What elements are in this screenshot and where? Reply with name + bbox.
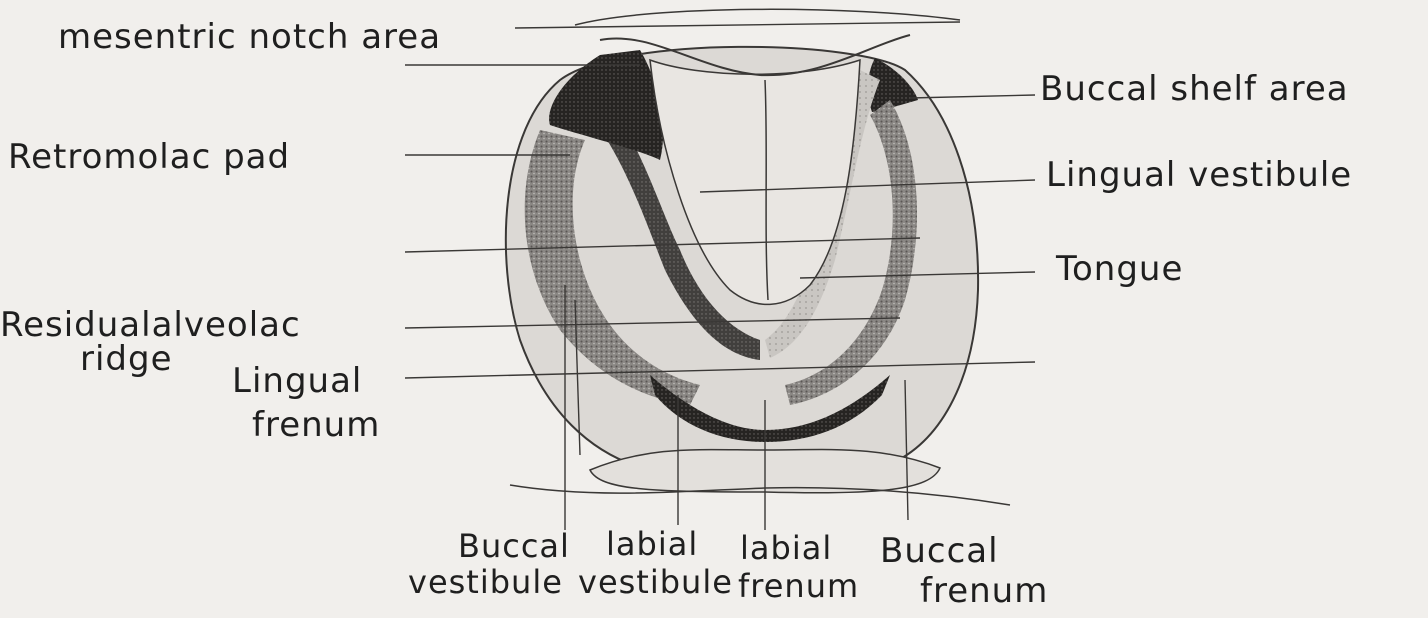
label-residual-alveolar-ridge-line1: Residualalveolac [0, 308, 301, 342]
label-residual-alveolar-ridge-line2: ridge [80, 342, 173, 376]
chin-outline [510, 485, 1010, 505]
label-buccal-frenum-line1: Buccal [880, 534, 999, 568]
label-tongue: Tongue [1056, 252, 1183, 286]
label-labial-frenum-line1: labial [740, 532, 832, 564]
label-mesentric-notch-area: mesentric notch area [58, 20, 441, 54]
label-labial-vestibule-line2: vestibule [578, 566, 733, 598]
label-labial-vestibule-line1: labial [606, 528, 698, 560]
label-lingual-frenum-line2: frenum [252, 408, 380, 442]
label-buccal-shelf-area: Buccal shelf area [1040, 72, 1349, 106]
label-buccal-vestibule-line2: vestibule [408, 566, 563, 598]
label-labial-frenum-line2: frenum [738, 570, 859, 602]
label-lingual-frenum-line1: Lingual [232, 364, 362, 398]
label-buccal-vestibule-line1: Buccal [458, 530, 570, 562]
label-lingual-vestibule: Lingual vestibule [1046, 158, 1352, 192]
label-retromolar-pad: Retromolac pad [8, 140, 290, 174]
label-buccal-frenum-line2: frenum [920, 574, 1048, 608]
